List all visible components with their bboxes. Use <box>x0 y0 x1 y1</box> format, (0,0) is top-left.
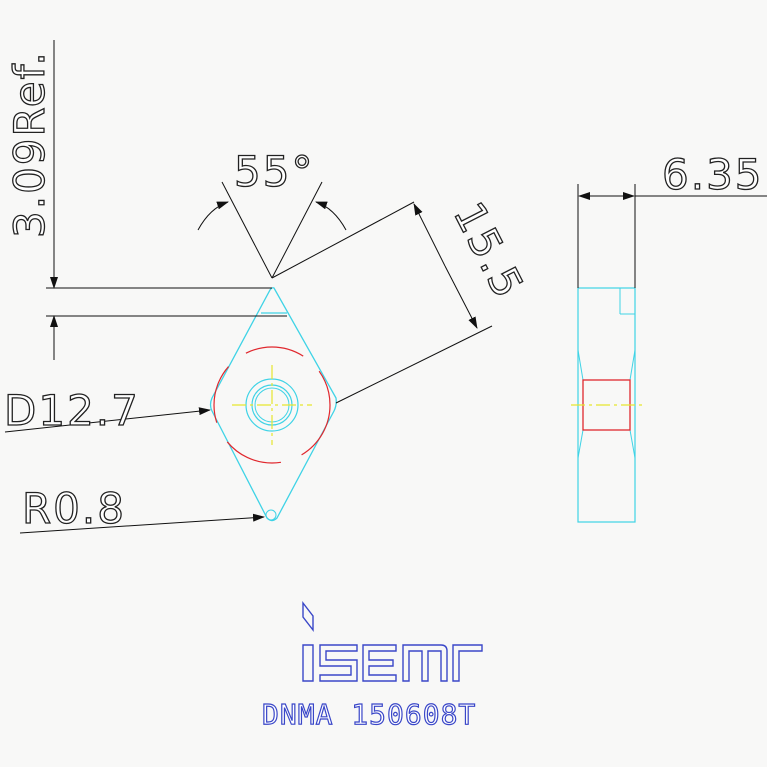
dim-ref-thickness: 3.09Ref. <box>4 40 287 360</box>
corner-radius-label: R0.8 <box>22 484 126 533</box>
dim-corner-radius: R0.8 <box>19 483 265 534</box>
insert-outline <box>209 287 337 522</box>
dim-thickness: 6.35 <box>577 149 767 288</box>
ref-thickness-label: 3.09Ref. <box>5 50 54 238</box>
dim-inscribed-circle: D12.7 <box>3 385 211 436</box>
angle-label: 55° <box>234 147 314 196</box>
inscribed-circle <box>213 346 331 464</box>
insert-top-view <box>209 287 337 522</box>
inscribed-circle-label: D12.7 <box>4 386 140 435</box>
dim-angle: 55° <box>197 146 347 279</box>
iscar-logo <box>302 600 483 682</box>
dim-edge-length: 15.5 <box>271 194 534 404</box>
insert-side-view <box>571 287 642 523</box>
part-number: DNMA 150608T <box>262 698 476 731</box>
thickness-label: 6.35 <box>662 150 764 199</box>
